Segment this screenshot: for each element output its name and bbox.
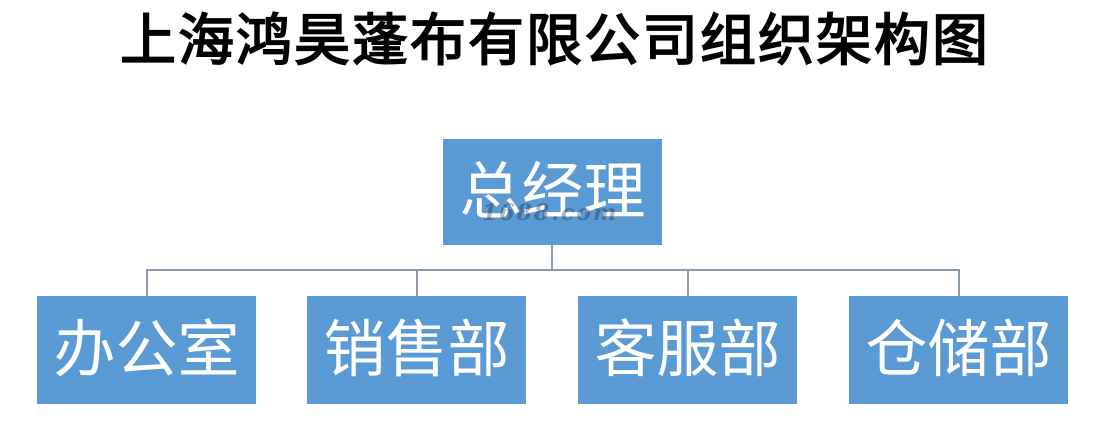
connector-horizontal	[146, 269, 959, 271]
node-label: 销售部	[323, 313, 510, 386]
diagram-title: 上海鸿昊蓬布有限公司组织架构图	[120, 9, 990, 74]
node-general-manager: 总经理	[443, 139, 662, 245]
connector-branch	[958, 269, 960, 296]
node-label: 总经理	[459, 155, 646, 228]
connector-branch	[687, 269, 689, 296]
node-customer-service-dept: 客服部	[578, 296, 797, 404]
connector-branch	[146, 269, 148, 296]
node-sales-dept: 销售部	[307, 296, 526, 404]
node-label: 客服部	[594, 313, 781, 386]
node-office: 办公室	[37, 296, 256, 404]
node-warehouse-dept: 仓储部	[849, 296, 1068, 404]
node-label: 仓储部	[865, 313, 1052, 386]
watermark-text: 1688.com	[482, 200, 619, 226]
connector-branch	[416, 269, 418, 296]
connector-trunk	[551, 245, 553, 270]
node-label: 办公室	[53, 313, 240, 386]
